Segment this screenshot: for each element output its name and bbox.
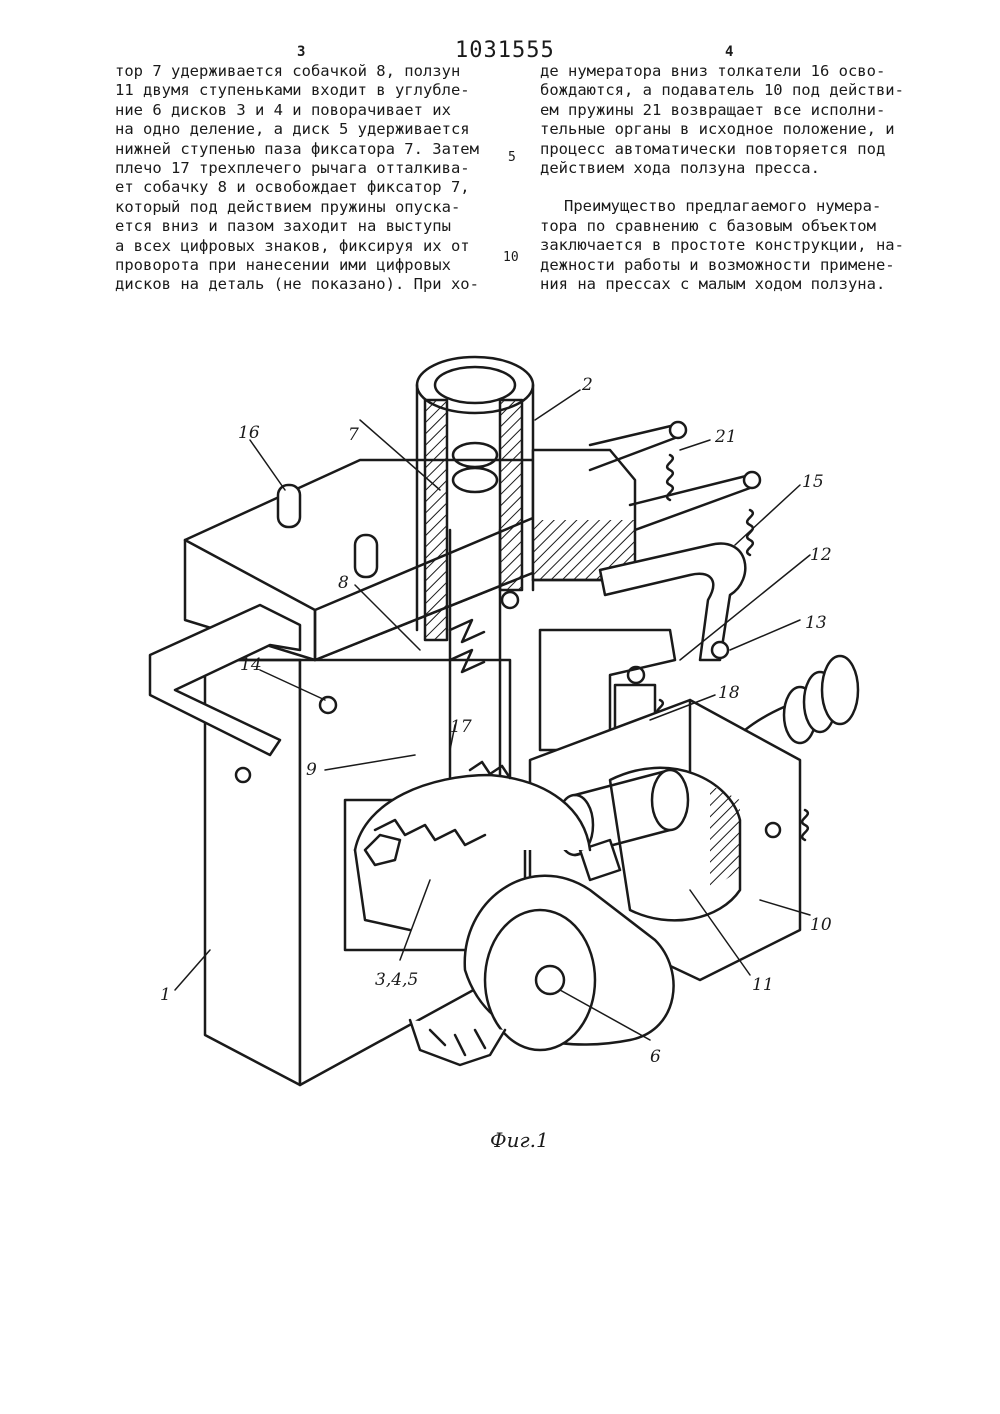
text-line: тора по сравнению с базовым объектом bbox=[540, 217, 920, 236]
right-text-column: де нумератора вниз толкатели 16 осво- бо… bbox=[540, 62, 920, 294]
mechanism-drawing: 16 7 2 21 15 12 13 18 8 14 17 9 3,4,5 6 … bbox=[110, 330, 910, 1130]
label-10: 10 bbox=[810, 915, 832, 935]
label-1: 1 bbox=[160, 985, 171, 1005]
text-line: процесс автоматически повторяется под bbox=[540, 140, 920, 159]
label-12: 12 bbox=[810, 545, 832, 565]
line-number-5: 5 bbox=[508, 150, 516, 165]
column-number-left: 3 bbox=[297, 44, 305, 60]
column-number-right: 4 bbox=[725, 44, 733, 60]
label-14: 14 bbox=[240, 655, 262, 675]
label-7: 7 bbox=[348, 425, 359, 445]
text-line: нижней ступенью паза фиксатора 7. Затем bbox=[115, 140, 485, 159]
text-line: Преимущество предлагаемого нумера- bbox=[540, 197, 920, 216]
figure-caption: Фиг.1 bbox=[490, 1128, 549, 1152]
text-line: дисков на деталь (не показано). При хо- bbox=[115, 275, 485, 294]
text-line: а всех цифровых знаков, фиксируя их от bbox=[115, 237, 485, 256]
line-number-10: 10 bbox=[503, 250, 519, 265]
label-8: 8 bbox=[338, 573, 349, 593]
text-line: де нумератора вниз толкатели 16 осво- bbox=[540, 62, 920, 81]
label-2: 2 bbox=[581, 375, 593, 395]
text-line: тельные органы в исходное положение, и bbox=[540, 120, 920, 139]
patent-number: 1031555 bbox=[455, 38, 555, 63]
label-6: 6 bbox=[650, 1047, 661, 1067]
label-13: 13 bbox=[805, 613, 827, 633]
label-17: 17 bbox=[450, 717, 472, 737]
text-line: который под действием пружины опуска- bbox=[115, 198, 485, 217]
text-line: 11 двумя ступеньками входит в углубле- bbox=[115, 81, 485, 100]
text-line: ем пружины 21 возвращает все исполни- bbox=[540, 101, 920, 120]
label-16: 16 bbox=[238, 423, 260, 443]
label-11: 11 bbox=[752, 975, 774, 995]
text-line: плечо 17 трехплечего рычага отталкива- bbox=[115, 159, 485, 178]
text-line: ние 6 дисков 3 и 4 и поворачивает их bbox=[115, 101, 485, 120]
label-21: 21 bbox=[714, 427, 737, 447]
paragraph-gap bbox=[540, 178, 920, 197]
text-line: ния на прессах с малым ходом ползуна. bbox=[540, 275, 920, 294]
text-line: проворота при нанесении ими цифровых bbox=[115, 256, 485, 275]
housing-body bbox=[205, 660, 525, 1085]
left-text-column: тор 7 удерживается собачкой 8, ползун 11… bbox=[115, 62, 485, 295]
text-line: заключается в простоте конструкции, на- bbox=[540, 236, 920, 255]
adjust-knob bbox=[745, 656, 858, 743]
text-line: тор 7 удерживается собачкой 8, ползун bbox=[115, 62, 485, 81]
label-3-4-5: 3,4,5 bbox=[375, 970, 418, 990]
text-line: на одно деление, а диск 5 удерживается bbox=[115, 120, 485, 139]
text-line: бождаются, а подаватель 10 под действи- bbox=[540, 81, 920, 100]
text-line: ется вниз и пазом заходит на выступы bbox=[115, 217, 485, 236]
label-18: 18 bbox=[718, 683, 740, 703]
label-15: 15 bbox=[802, 472, 824, 492]
label-9: 9 bbox=[306, 760, 317, 780]
right-block bbox=[533, 450, 635, 580]
text-line: дежности работы и возможности примене- bbox=[540, 256, 920, 275]
text-line: ет собачку 8 и освобождает фиксатор 7, bbox=[115, 178, 485, 197]
text-line: действием хода ползуна пресса. bbox=[540, 159, 920, 178]
